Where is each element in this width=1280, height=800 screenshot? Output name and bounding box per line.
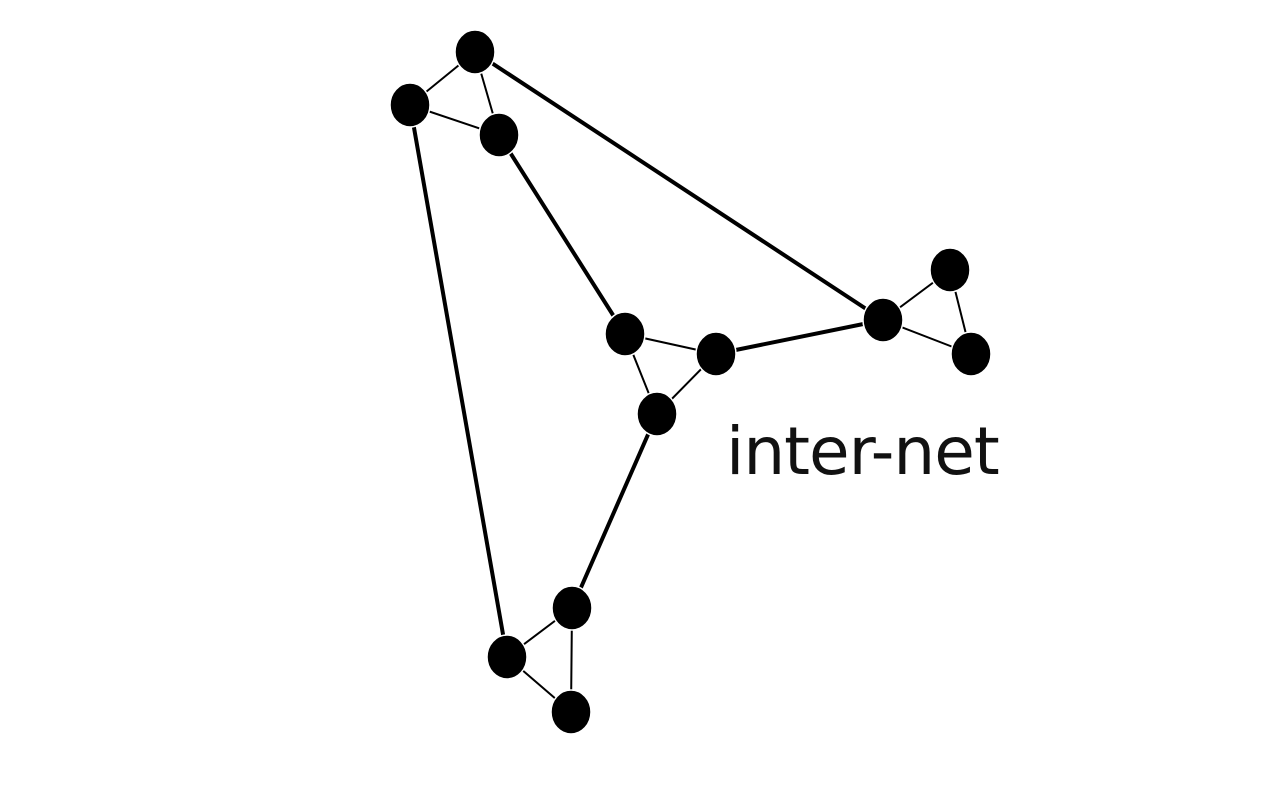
edge-a3-b1 — [497, 133, 627, 336]
cluster-bottom-node-d1 — [486, 634, 528, 680]
cluster-center-node-b2 — [695, 331, 737, 377]
cluster-right-node-c1 — [862, 297, 904, 343]
cluster-bottom-node-d2 — [551, 585, 593, 631]
cluster-center-node-b3 — [636, 391, 678, 437]
nodes-layer — [389, 29, 992, 735]
cluster-bottom-node-d3 — [550, 689, 592, 735]
edge-a1-c1 — [473, 50, 885, 322]
cluster-right-node-c2 — [929, 247, 971, 293]
diagram-label: inter-net — [726, 413, 999, 490]
cluster-right-node-c3 — [950, 331, 992, 377]
cluster-top-left-node-a2 — [389, 82, 431, 128]
cluster-center-node-b1 — [604, 311, 646, 357]
edge-a2-d1 — [408, 103, 509, 659]
edge-b2-c1 — [714, 318, 885, 356]
cluster-top-left-node-a3 — [478, 112, 520, 158]
edge-b3-d2 — [570, 412, 659, 610]
cluster-top-left-node-a1 — [454, 29, 496, 75]
